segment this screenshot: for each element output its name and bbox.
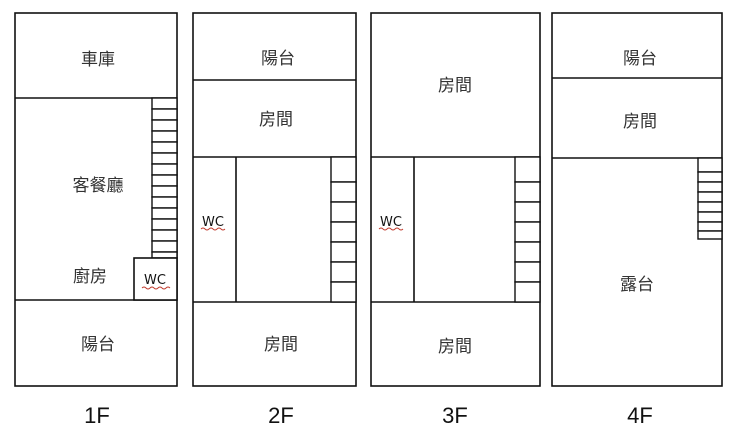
kitchen-label: 廚房	[73, 266, 107, 287]
spellcheck-underline	[378, 227, 404, 231]
balcony-label-1f: 陽台	[81, 335, 115, 355]
floor-label-4f: 4F	[627, 403, 653, 428]
spellcheck-underline	[141, 286, 171, 290]
balcony-label-2f: 陽台	[261, 49, 295, 69]
room-front-label-3f: 房間	[438, 76, 472, 96]
floor-3f-plan: 房間 WC 房間 3F	[370, 12, 541, 428]
wc-label-2f: WC	[202, 215, 224, 230]
floor-1f-outline	[14, 12, 178, 387]
wc-label-3f: WC	[380, 215, 402, 230]
floor-2f-outline	[192, 12, 357, 387]
terrace-label: 露台	[620, 275, 654, 295]
spellcheck-underline	[200, 227, 226, 231]
floor-2f-plan: 陽台 房間 WC 房間 2F	[192, 12, 357, 428]
wc-1f-box	[133, 257, 178, 301]
balcony-label-4f: 陽台	[623, 49, 657, 69]
staircase-2f	[330, 156, 357, 303]
floor-1f-plan: 車庫 客餐廳 廚房 WC 陽台 1F	[14, 12, 178, 428]
floor-4f-plan: 陽台 房間 露台 4F	[551, 12, 723, 428]
room-front-label-2f: 房間	[259, 110, 293, 130]
staircase-1f	[151, 97, 178, 259]
floor-label-1f: 1F	[84, 403, 110, 428]
room-back-label-3f: 房間	[438, 337, 472, 357]
garage-label: 車庫	[81, 50, 115, 70]
staircase-4f	[697, 157, 723, 240]
room-label-4f: 房間	[623, 112, 657, 132]
staircase-3f	[514, 156, 541, 303]
floor-4f-outline	[551, 12, 723, 387]
floor-label-3f: 3F	[442, 403, 468, 428]
living-dining-label: 客餐廳	[73, 176, 124, 196]
wc-label-1f: WC	[144, 273, 166, 288]
room-back-label-2f: 房間	[264, 335, 298, 355]
floor-label-2f: 2F	[268, 403, 294, 428]
